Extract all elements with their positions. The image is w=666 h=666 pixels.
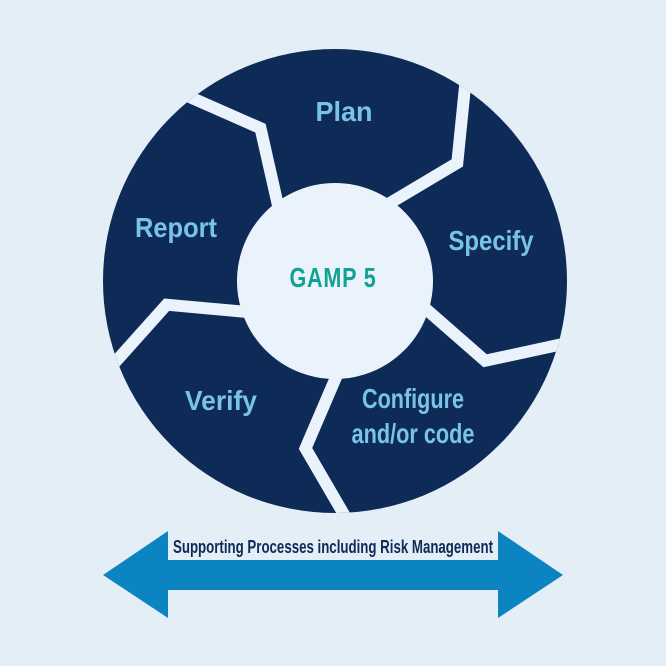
segment-label-configure-line2: and/or code <box>352 418 475 449</box>
segment-label-report: Report <box>135 212 217 243</box>
divider-report-plan <box>181 89 286 214</box>
segment-dividers <box>106 79 567 513</box>
divider-specify-configure <box>416 299 567 368</box>
divider-verify-report <box>106 298 254 371</box>
segment-label-plan: Plan <box>316 96 373 127</box>
segment-label-specify: Specify <box>449 225 534 256</box>
center-circle <box>237 183 433 379</box>
double-arrow-shape <box>103 531 563 618</box>
supporting-processes-arrow: Supporting Processes including Risk Mana… <box>103 531 563 618</box>
segment-label-configure-line1: Configure <box>362 383 464 414</box>
center-label-gamp5: GAMP 5 <box>290 262 377 293</box>
divider-plan-specify <box>379 79 472 213</box>
divider-configure-verify <box>298 366 353 513</box>
segment-label-verify: Verify <box>185 385 257 416</box>
supporting-processes-label: Supporting Processes including Risk Mana… <box>173 536 493 557</box>
